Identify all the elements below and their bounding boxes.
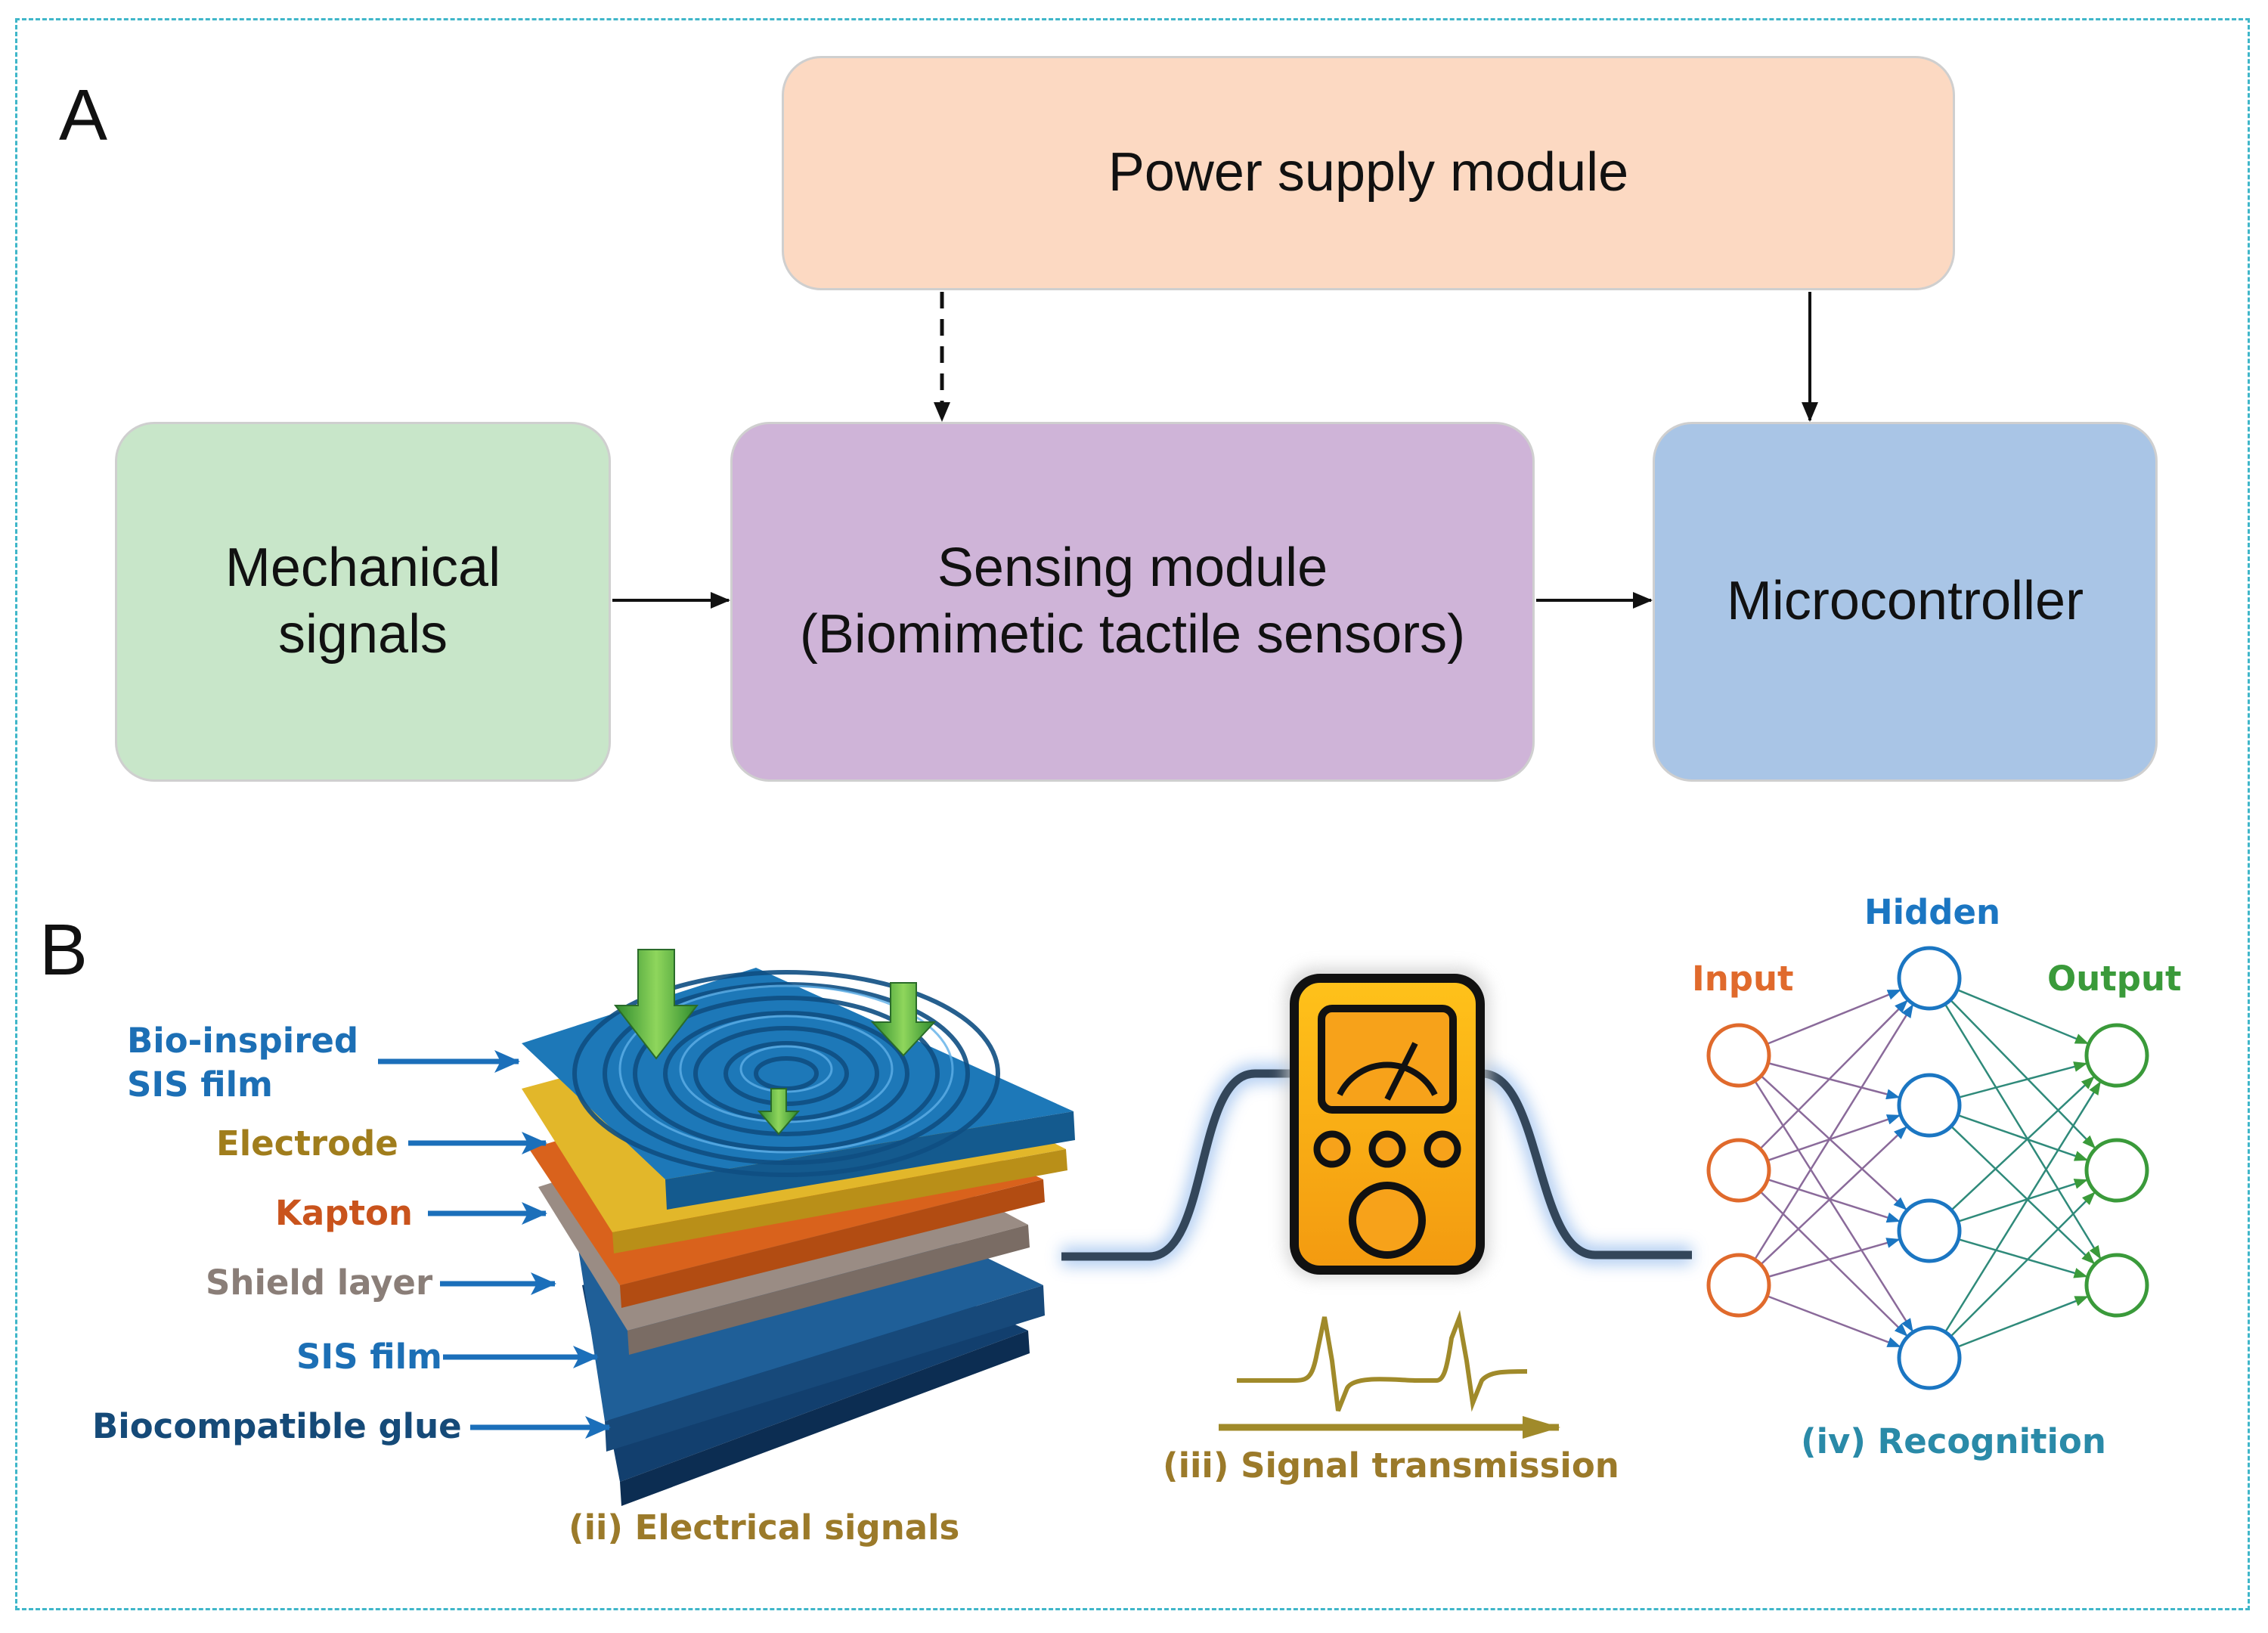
microcontroller-box: Microcontroller [1653,422,2158,782]
nn-connection [1958,1238,2088,1278]
nn-connection [1754,1003,1913,1260]
nn-connection [1957,1179,2088,1222]
nn-hidden-node [1897,1325,1962,1390]
sensing-label-line1: Sensing module [937,538,1328,599]
nn-connection [1759,1191,1908,1337]
power-supply-box: Power supply module [782,56,1955,290]
nn-output-node [2084,1138,2149,1203]
nn-input-node [1706,1253,1771,1318]
nn-output-label: Output [2047,959,2182,999]
nn-input-node [1706,1023,1771,1088]
nn-connection [1957,1295,2089,1348]
label-bio-inspired-line1: Bio-inspired [127,1021,359,1061]
label-shield-layer: Shield layer [206,1263,433,1303]
mechanical-label-line2: signals [277,604,448,665]
nn-connection [1768,1238,1901,1278]
figure-frame [15,18,2250,1610]
nn-connection [1944,1080,2101,1333]
nn-connection [1766,989,1901,1046]
nn-connection [1759,999,1908,1150]
nn-connection [1944,1003,2102,1260]
sensing-module-box: Sensing module (Biomimetic tactile senso… [730,422,1535,782]
nn-connection [1950,999,2096,1149]
nn-output-node [2084,1023,2149,1088]
signal-waveform [1237,1309,1528,1412]
signal-meter-icon [1285,968,1489,1278]
nn-connection [1754,1080,1913,1333]
step-ii-label: (ii) Electrical signals [569,1508,960,1548]
nn-hidden-node [1897,1198,1962,1263]
nn-connection [1950,1125,2096,1265]
pressure-arrow-large-icon [613,949,699,1060]
nn-connection [1957,1114,2089,1161]
power-supply-label: Power supply module [1108,142,1629,203]
label-electrode: Electrode [216,1123,398,1164]
nn-connection [1958,1061,2088,1098]
nn-hidden-label: Hidden [1864,892,2001,932]
nn-input-node [1706,1138,1771,1203]
step-iii-label: (iii) Signal transmission [1163,1446,1619,1486]
label-sis-film: SIS film [296,1337,442,1377]
nn-hidden-node [1897,1073,1962,1138]
nn-output-node [2084,1253,2149,1318]
label-biocompatible-glue: Biocompatible glue [92,1406,462,1446]
nn-connection [1950,1191,2096,1337]
pressure-arrow-right-icon [870,982,937,1057]
nn-hidden-node [1897,946,1962,1011]
nn-input-label: Input [1692,959,1794,999]
microcontroller-label: Microcontroller [1726,571,2084,632]
nn-connection [1767,1114,1901,1162]
nn-connection [1760,1075,1907,1210]
panel-b-letter: B [39,909,88,990]
step-iv-label: (iv) Recognition [1801,1421,2106,1461]
nn-connection [1768,1061,1901,1100]
panel-a-letter: A [59,75,108,156]
mechanical-signals-box: Mechanical signals [115,422,611,782]
nn-connection [1957,989,2090,1045]
neural-network [1706,946,2149,1390]
nn-connection [1766,1295,1901,1348]
sensor-layer-stack [522,949,1075,1506]
label-bio-inspired-line2: SIS film [127,1064,273,1105]
pressure-arrow-small-icon [757,1088,801,1136]
nn-connection [1760,1126,1907,1266]
nn-connection [1767,1178,1901,1223]
sensing-label-line2: (Biomimetic tactile sensors) [799,604,1466,665]
nn-connection [1950,1076,2095,1211]
mechanical-label-line1: Mechanical [225,538,501,599]
label-kapton: Kapton [275,1193,413,1233]
